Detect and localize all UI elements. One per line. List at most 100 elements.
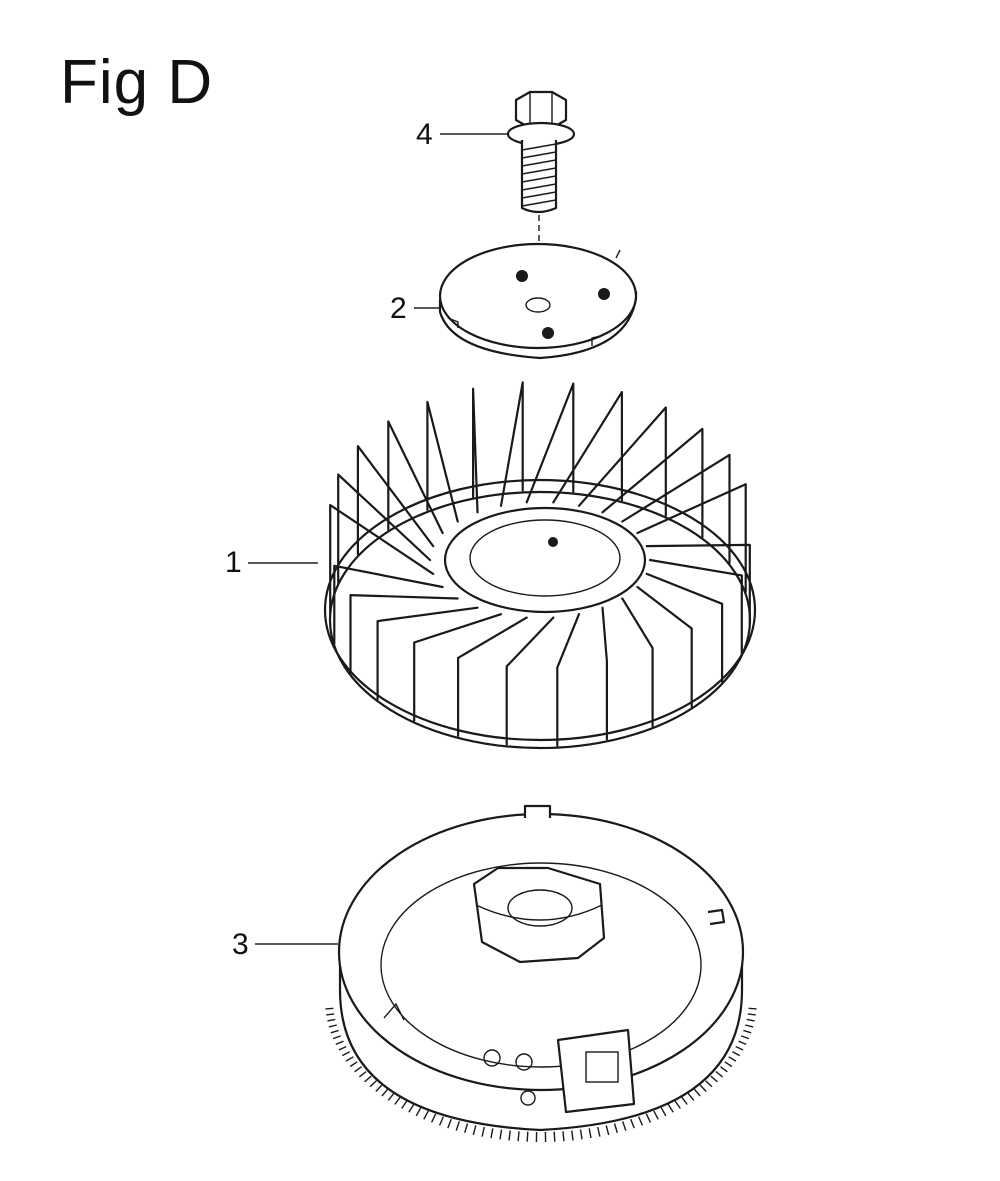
ring-gear-tooth: [455, 1121, 460, 1131]
fan-blade: [621, 453, 731, 564]
ring-gear-tooth: [637, 1116, 644, 1126]
ring-gear-tooth: [715, 1070, 724, 1078]
ring-gear-tooth: [387, 1092, 395, 1101]
fan-blade: [601, 606, 608, 741]
fan-blade: [472, 387, 479, 514]
cooling-fan-icon: [323, 381, 757, 750]
ring-gear-tooth: [724, 1061, 733, 1068]
ring-gear-tooth: [588, 1128, 592, 1139]
fan-blade: [648, 558, 743, 655]
fan-blade: [636, 483, 747, 594]
fan-blade: [376, 606, 479, 701]
figure-title: Fig D: [60, 48, 214, 117]
ring-gear-tooth: [735, 1045, 744, 1051]
ring-gear-tooth: [330, 1029, 339, 1034]
fan-blade: [329, 504, 435, 615]
ring-gear-tooth: [738, 1040, 747, 1046]
flange-bolt-icon: [506, 90, 576, 300]
fan-blade: [333, 564, 444, 645]
ring-gear-tooth: [728, 1056, 737, 1062]
ring-gear-tooth: [745, 1024, 754, 1028]
ring-gear-tooth: [335, 1040, 344, 1046]
fan-blade: [645, 572, 724, 683]
ring-gear-tooth: [571, 1130, 574, 1141]
callout-3: 3: [232, 928, 249, 961]
fan-blade: [601, 427, 704, 538]
ring-gear-tooth: [490, 1128, 494, 1139]
ring-gear-tooth: [326, 1013, 335, 1016]
fan-blade: [552, 391, 623, 504]
ring-gear-tooth: [327, 1018, 336, 1022]
leader-lines: [248, 133, 508, 945]
ring-gear-tooth: [681, 1096, 688, 1105]
callout-1: 1: [225, 546, 242, 579]
callout-4: 4: [416, 118, 433, 151]
ring-gear-tooth: [653, 1110, 659, 1120]
ring-gear-tooth: [332, 1035, 342, 1040]
ring-gear-tooth: [674, 1100, 681, 1109]
fan-blade: [387, 420, 444, 535]
ring-gear-tooth: [743, 1029, 752, 1034]
ring-gear-tooth: [622, 1121, 627, 1131]
ring-gear-tooth: [415, 1107, 422, 1117]
fan-blade: [505, 616, 555, 746]
ring-gear-tooth: [430, 1113, 437, 1123]
ring-gear-tooth: [438, 1116, 445, 1126]
ring-gear-tooth: [562, 1131, 565, 1142]
callout-2: 2: [390, 292, 407, 325]
ring-gear-tooth: [401, 1100, 408, 1109]
ring-gear-tooth: [325, 1007, 334, 1010]
ring-gear-tooth: [369, 1080, 377, 1088]
ring-gear-tooth: [499, 1129, 503, 1140]
ring-gear-tooth: [472, 1125, 477, 1136]
ring-gear-tooth: [710, 1075, 718, 1083]
ring-gear-tooth: [354, 1066, 362, 1073]
ring-gear-tooth: [720, 1066, 728, 1073]
ring-gear-tooth: [613, 1123, 618, 1134]
fan-plate-icon: [438, 242, 638, 360]
ring-gear-tooth: [645, 1113, 652, 1123]
ring-gear-tooth: [630, 1118, 635, 1129]
fan-blade: [525, 382, 575, 504]
ring-gear-tooth: [464, 1123, 469, 1134]
fan-blade: [337, 473, 432, 584]
fan-blade: [645, 543, 751, 624]
ring-gear-tooth: [349, 1061, 358, 1068]
ring-gear-tooth: [358, 1070, 367, 1078]
ring-gear-tooth: [687, 1092, 695, 1101]
ring-gear-tooth: [345, 1056, 354, 1062]
ring-gear-tooth: [526, 1131, 529, 1142]
ring-gear-tooth: [732, 1051, 741, 1057]
ring-gear-tooth: [394, 1096, 401, 1105]
fan-blade: [356, 445, 435, 556]
ring-gear-tooth: [748, 1007, 757, 1010]
ring-gear-tooth: [517, 1131, 520, 1142]
ring-gear-tooth: [746, 1018, 755, 1022]
ring-gear-tooth: [667, 1104, 674, 1113]
ring-gear-tooth: [328, 1024, 337, 1028]
fan-blade: [457, 616, 528, 737]
ring-gear-tooth: [338, 1045, 347, 1051]
ring-gear-tooth: [605, 1125, 610, 1136]
fan-blade: [499, 381, 524, 507]
fan-blade: [621, 597, 654, 728]
ring-gear-tooth: [553, 1131, 556, 1142]
ring-gear-tooth: [364, 1075, 372, 1083]
ring-gear-tooth: [747, 1013, 756, 1016]
ring-gear-tooth: [699, 1084, 707, 1092]
fan-blade: [556, 613, 581, 747]
ring-gear-tooth: [740, 1035, 750, 1040]
fan-blade: [577, 406, 667, 517]
ring-gear-tooth: [381, 1088, 389, 1097]
flywheel-icon: [325, 804, 757, 1143]
ring-gear-tooth: [375, 1084, 383, 1092]
fan-blade: [349, 594, 459, 675]
ring-gear-tooth: [423, 1110, 429, 1120]
ring-gear-tooth: [447, 1118, 452, 1129]
ring-gear-tooth: [705, 1080, 713, 1088]
ring-gear-tooth: [579, 1129, 583, 1140]
ring-gear-tooth: [508, 1130, 511, 1141]
ring-gear-tooth: [481, 1126, 485, 1137]
ring-gear-tooth: [660, 1107, 667, 1117]
